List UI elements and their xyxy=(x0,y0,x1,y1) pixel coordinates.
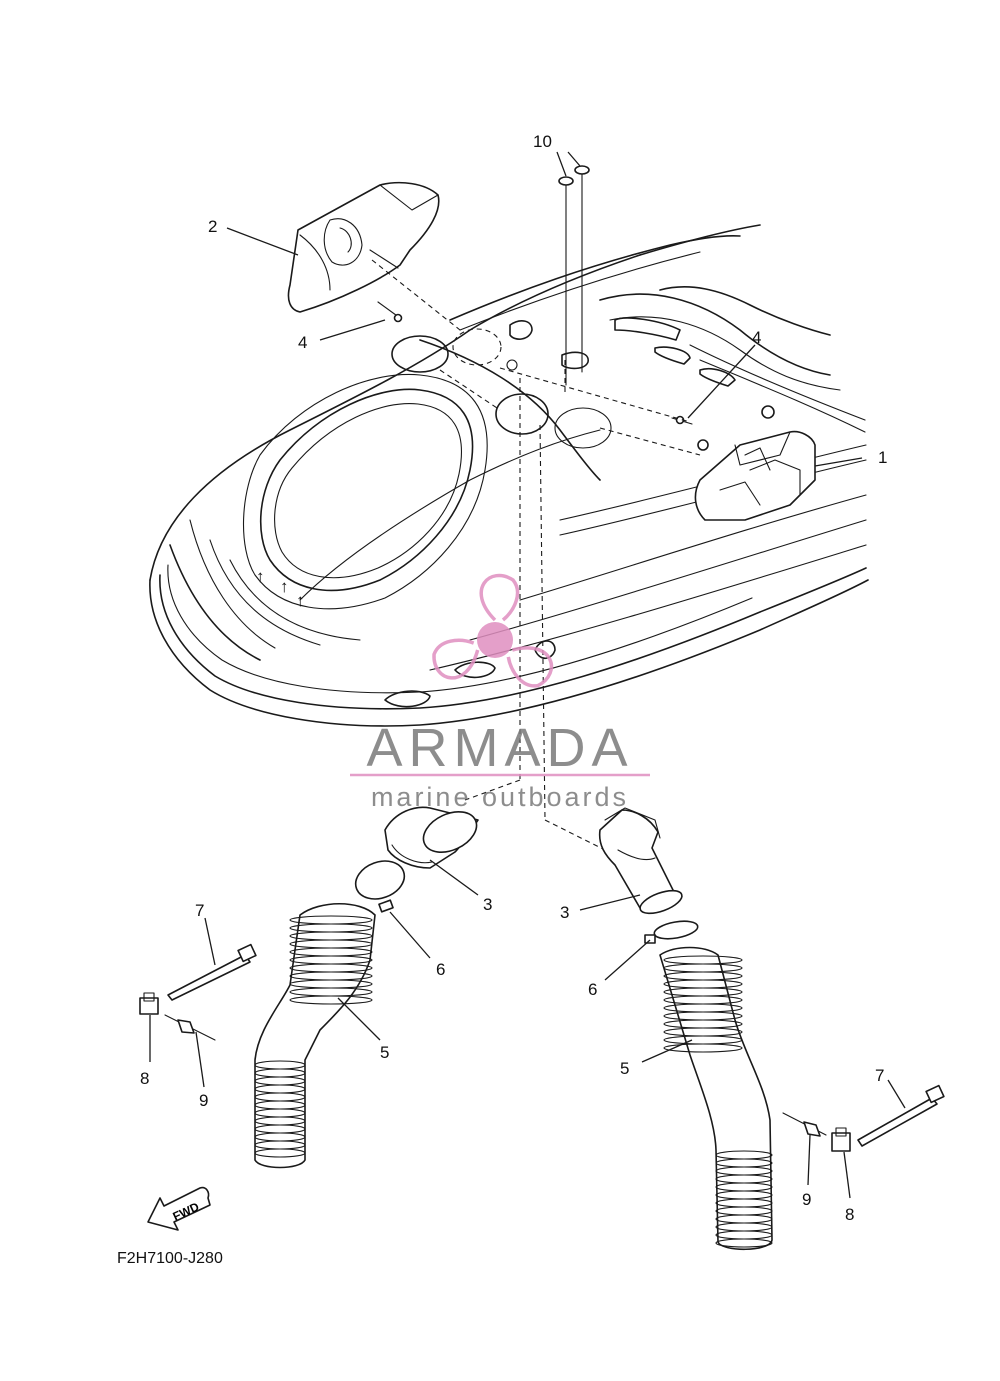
propeller-blade-3 xyxy=(432,638,480,680)
callout-9-left: 9 xyxy=(199,1091,208,1110)
hose-rib xyxy=(663,1043,743,1053)
parts-7-8-9-left xyxy=(139,943,257,1041)
part-4-rivets xyxy=(377,301,693,425)
callout-7-right: 7 xyxy=(875,1066,884,1085)
screw-mark: ↑ xyxy=(296,591,305,610)
callout-9-right: 9 xyxy=(802,1190,811,1209)
screw-mark: ↑ xyxy=(256,567,265,586)
parts-7-8-9-right xyxy=(782,1084,945,1152)
callout-4-right: 4 xyxy=(752,328,761,347)
callout-3-right: 3 xyxy=(560,903,569,922)
screw-mark: ↑ xyxy=(280,577,289,596)
watermark-brand: ARMADA xyxy=(366,718,633,778)
fwd-arrow: FWD xyxy=(147,1186,211,1231)
part-6-right-clamp xyxy=(644,920,699,944)
part-3-left-duct xyxy=(384,806,479,869)
callout-4-left: 4 xyxy=(298,333,307,352)
assembly-lines xyxy=(371,259,701,851)
callout-3-left: 3 xyxy=(483,895,492,914)
armada-propeller-logo xyxy=(432,573,554,688)
part-2-front-cover xyxy=(287,181,440,313)
callout-6-left: 6 xyxy=(436,960,445,979)
hose-rib xyxy=(289,995,373,1005)
callout-8-left: 8 xyxy=(140,1069,149,1088)
hose-rib xyxy=(254,1148,306,1158)
part-10-caps xyxy=(558,165,590,386)
callout-5-left: 5 xyxy=(380,1043,389,1062)
propeller-hub xyxy=(477,622,513,658)
part-1-rear-block xyxy=(694,430,816,521)
leader-lines xyxy=(149,151,906,1199)
hose-rib xyxy=(715,1238,773,1248)
part-5-left-hose xyxy=(254,902,376,1169)
part-3-right-duct xyxy=(598,807,683,915)
drawing-code: F2H7100-J280 xyxy=(117,1250,223,1267)
callout-7-left: 7 xyxy=(195,901,204,920)
armada-watermark: ARMADA marine outboards xyxy=(350,573,650,812)
callout-1: 1 xyxy=(878,448,887,467)
part-5-right-hose xyxy=(659,946,773,1251)
callout-2: 2 xyxy=(208,217,217,236)
propeller-blade-2 xyxy=(506,646,554,688)
propeller-blade-1 xyxy=(479,573,520,622)
watermark-tagline: marine outboards xyxy=(371,782,629,812)
part-6-left-clamp xyxy=(354,860,406,913)
callout-10: 10 xyxy=(533,132,552,151)
callout-6-right: 6 xyxy=(588,980,597,999)
callout-labels: 1 2 3 3 4 4 5 5 6 6 7 7 8 8 9 9 10 xyxy=(140,132,887,1224)
callout-5-right: 5 xyxy=(620,1059,629,1078)
callout-8-right: 8 xyxy=(845,1205,854,1224)
